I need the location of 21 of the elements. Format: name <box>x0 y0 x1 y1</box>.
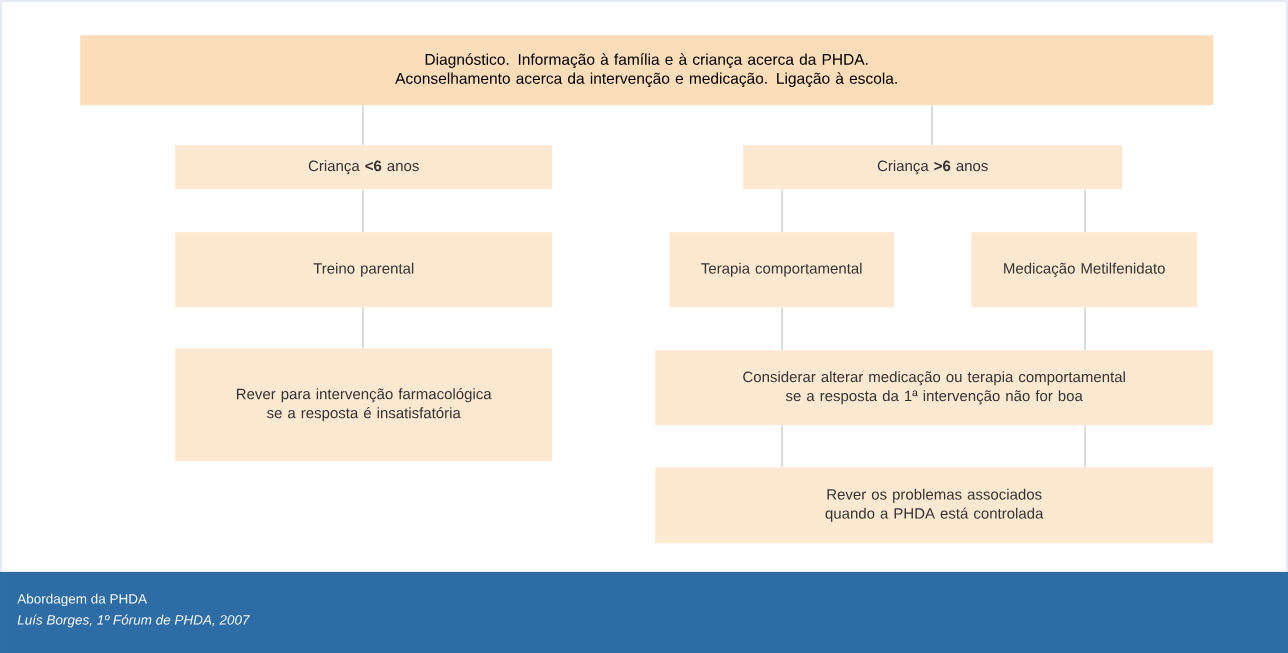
connector-line <box>362 189 364 233</box>
process-box: Diagnóstico. Informação à família e à criança acerca da PHDA. Aconselhamento acerca da intervenção e medicação. Ligação à escola. <box>80 35 1214 106</box>
connector-line <box>362 307 364 349</box>
connector-line <box>1084 189 1086 233</box>
process-box: Rever para intervenção farmacológica se a resposta é insatisfatória <box>175 348 553 462</box>
connector-line <box>781 307 783 351</box>
source-note: Luís Borges, 1º Fórum de PHDA, 2007 <box>17 614 250 628</box>
caption: Abordagem da PHDA <box>17 593 147 607</box>
connector-line <box>1084 425 1086 468</box>
process-box: Treino parental <box>175 232 553 308</box>
process-box: Criança >6 anos <box>743 145 1123 190</box>
process-box: Considerar alterar medicação ou terapia comportamental se a resposta da 1ª intervenção não for boa <box>655 350 1214 426</box>
connector-line <box>781 189 783 233</box>
connector-line <box>1084 307 1086 351</box>
connector-line <box>931 105 933 146</box>
process-box: Criança <6 anos <box>175 145 553 190</box>
process-box: Terapia comportamental <box>669 232 895 308</box>
process-box: Medicação Metilfenidato <box>971 232 1198 308</box>
process-box: Rever os problemas associados quando a PHDA está controlada <box>655 467 1214 544</box>
connector-line <box>362 105 364 146</box>
connector-line <box>781 425 783 468</box>
